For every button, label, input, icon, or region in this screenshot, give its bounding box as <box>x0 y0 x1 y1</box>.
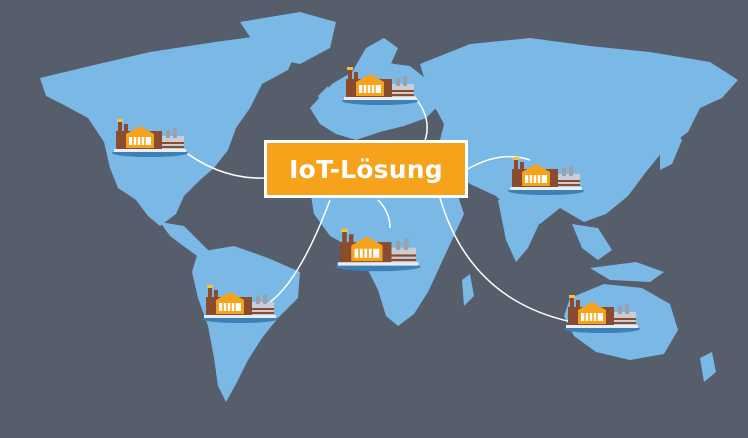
iot-solution-box: IoT-Lösung <box>264 140 468 198</box>
continents <box>40 12 738 402</box>
iot-solution-label: IoT-Lösung <box>289 154 443 184</box>
